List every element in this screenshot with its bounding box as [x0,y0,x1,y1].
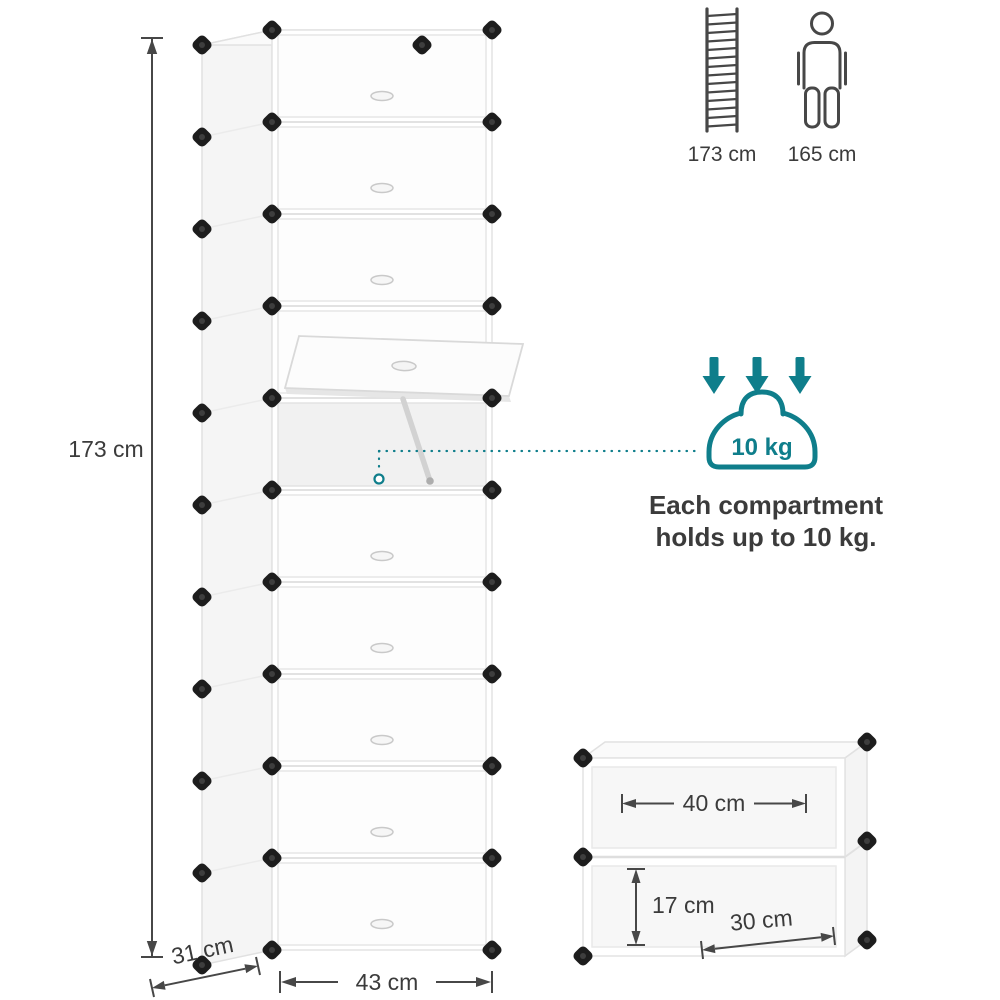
shelf-depth-label: 30 cm [729,904,794,935]
tower-height-label: 173 cm [68,436,143,462]
shoe-tower-illustration [190,18,525,977]
tower-height-dimension: 173 cm [68,37,163,958]
weight-capacity-label: 10 kg [731,434,792,461]
person-icon [797,11,847,129]
shelf-depth-dimension: 30 cm [700,904,836,960]
capacity-caption-line2: holds up to 10 kg. [655,522,876,552]
door-support-rod [400,396,433,484]
door-handle-slots [370,90,394,930]
shelf-width-dimension: 40 cm [621,790,807,816]
open-compartment-interior [277,402,487,487]
open-door [283,335,525,485]
person-height-label: 165 cm [788,143,857,166]
tower-width-dimension: 43 cm [279,969,493,995]
shelf-height-dimension: 17 cm [627,868,715,946]
capacity-caption-line1: Each compartment [649,490,883,520]
triple-down-arrows-icon [702,357,812,394]
weight-badge-icon [706,389,818,470]
capacity-callout-line [373,449,702,485]
upper-compartment-opening [591,766,837,849]
small-shelf-illustration: 40 cm 17 cm 30 cm [571,730,879,968]
ladder-height-label: 173 cm [688,143,757,166]
shelf-height-label: 17 cm [652,892,715,918]
ladder-icon [705,7,739,133]
tower-width-label: 43 cm [356,969,419,995]
shelf-width-label: 40 cm [683,790,746,816]
